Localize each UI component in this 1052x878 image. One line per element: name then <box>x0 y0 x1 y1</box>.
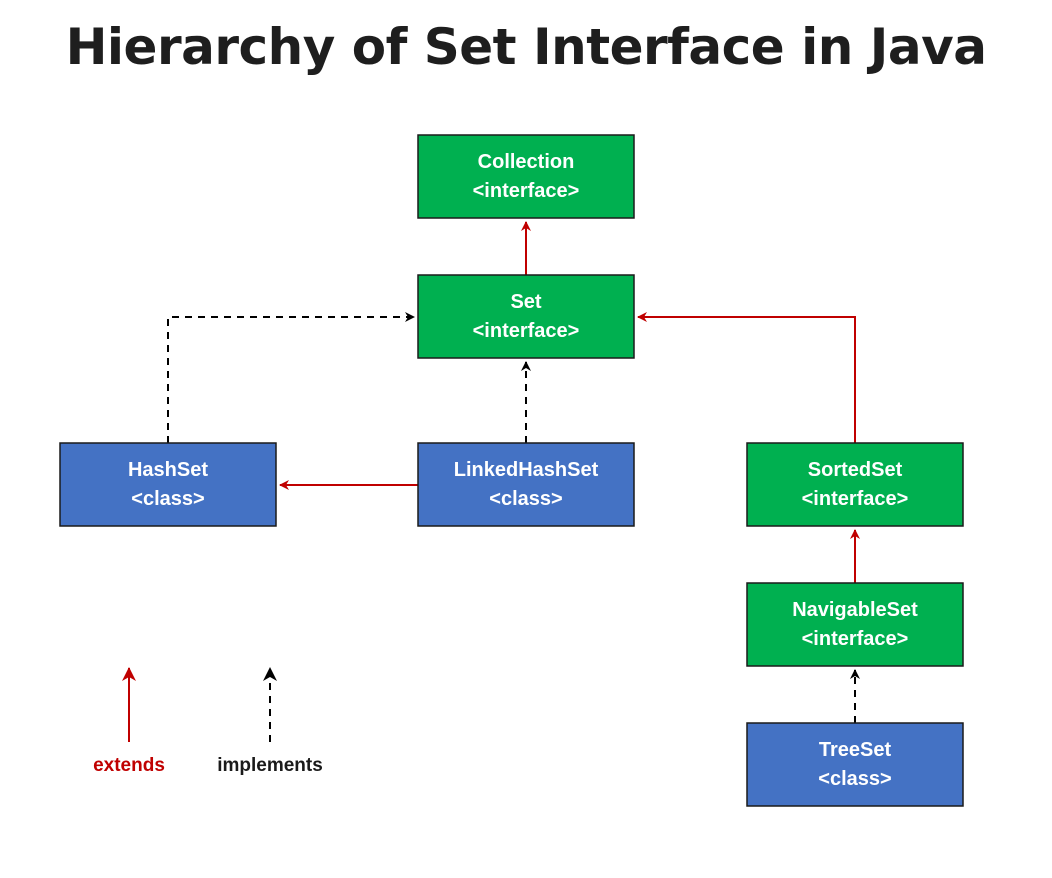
node-name: Collection <box>478 151 575 173</box>
edge-sortedset-extends-set <box>637 312 856 443</box>
node-box <box>746 442 964 527</box>
legend: extends implements <box>93 667 323 776</box>
legend-extends-label: extends <box>93 755 165 776</box>
node-linkedhashset: LinkedHashSet <class> <box>417 442 635 527</box>
node-hashset: HashSet <class> <box>59 442 277 527</box>
node-kind: <interface> <box>473 320 580 342</box>
node-kind: <class> <box>489 488 562 510</box>
node-kind: <interface> <box>473 180 580 202</box>
page-title: Hierarchy of Set Interface in Java <box>65 18 987 76</box>
node-box <box>59 442 277 527</box>
node-box <box>417 274 635 359</box>
node-kind: <interface> <box>802 488 909 510</box>
edges <box>167 221 860 723</box>
node-name: TreeSet <box>819 739 892 761</box>
node-name: LinkedHashSet <box>454 459 599 481</box>
node-name: NavigableSet <box>792 599 918 621</box>
node-navigableset: NavigableSet <interface> <box>746 582 964 667</box>
legend-implements-label: implements <box>217 755 323 776</box>
node-box <box>417 134 635 219</box>
node-name: SortedSet <box>808 459 903 481</box>
node-name: Set <box>510 291 541 313</box>
node-treeset: TreeSet <class> <box>746 722 964 807</box>
node-kind: <class> <box>131 488 204 510</box>
node-name: HashSet <box>128 459 208 481</box>
node-box <box>746 722 964 807</box>
node-box <box>746 582 964 667</box>
node-kind: <interface> <box>802 628 909 650</box>
node-collection: Collection <interface> <box>417 134 635 219</box>
node-sortedset: SortedSet <interface> <box>746 442 964 527</box>
edge-hashset-implements-set <box>167 312 415 443</box>
node-kind: <class> <box>818 768 891 790</box>
node-box <box>417 442 635 527</box>
node-set: Set <interface> <box>417 274 635 359</box>
